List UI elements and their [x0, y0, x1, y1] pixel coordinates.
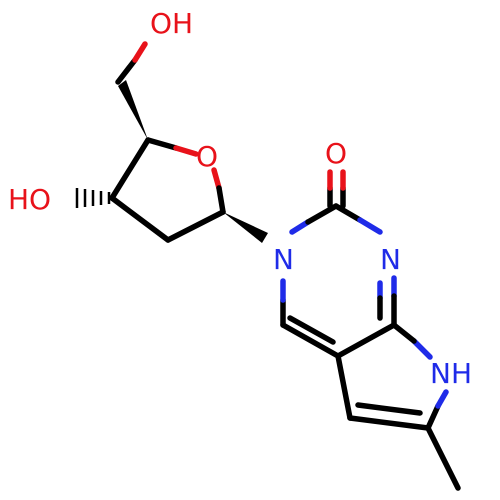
bond-c3-c4	[109, 137, 151, 201]
bond-o4-c1-black	[216, 185, 226, 215]
bond-n7-c7a-blue	[411, 338, 433, 360]
bond-c5-oh-red	[132, 41, 148, 63]
bond-c4-o4-black	[145, 137, 179, 151]
atom-oh-left: HO	[8, 183, 51, 216]
bond-c1-c2	[165, 209, 226, 243]
atom-n3: N	[273, 243, 294, 276]
atom-ring-oxygen: O	[196, 140, 218, 173]
bond-n7-c7a-black	[391, 322, 417, 344]
bond-c4-o4-red	[173, 145, 199, 157]
atom-carbonyl-oxygen: O	[325, 137, 347, 170]
bond-c4a-c5	[335, 353, 353, 421]
bond-c6-methyl	[425, 425, 461, 491]
atom-oh-top: OH	[150, 7, 193, 40]
bond-c4a-c4	[280, 322, 341, 359]
hash-c3-oh	[75, 188, 111, 208]
bond-c2-n1-blue	[357, 217, 383, 235]
atom-n1: N	[380, 243, 401, 276]
bond-c6-n7-black	[425, 403, 441, 431]
bond-c6-n7-blue	[435, 389, 449, 409]
bond-c4a-c4-inner	[287, 315, 336, 345]
bond-c7a-c4a	[335, 322, 397, 359]
bond-o4-c1-red	[211, 167, 222, 191]
bond-c2-c3	[109, 195, 171, 243]
wedge-c4-c5	[118, 80, 148, 140]
atom-nh: NH	[430, 357, 472, 390]
wedge-c1-n3	[223, 212, 268, 243]
bond-c2-n1-black	[333, 203, 363, 223]
bond-c5-c6	[347, 415, 431, 431]
bond-c5-c6-inner	[355, 402, 423, 416]
bond-n3-c2-blue	[289, 219, 311, 235]
bond-c5-oh-black	[115, 57, 138, 85]
bond-n3-c2-black	[305, 203, 339, 225]
